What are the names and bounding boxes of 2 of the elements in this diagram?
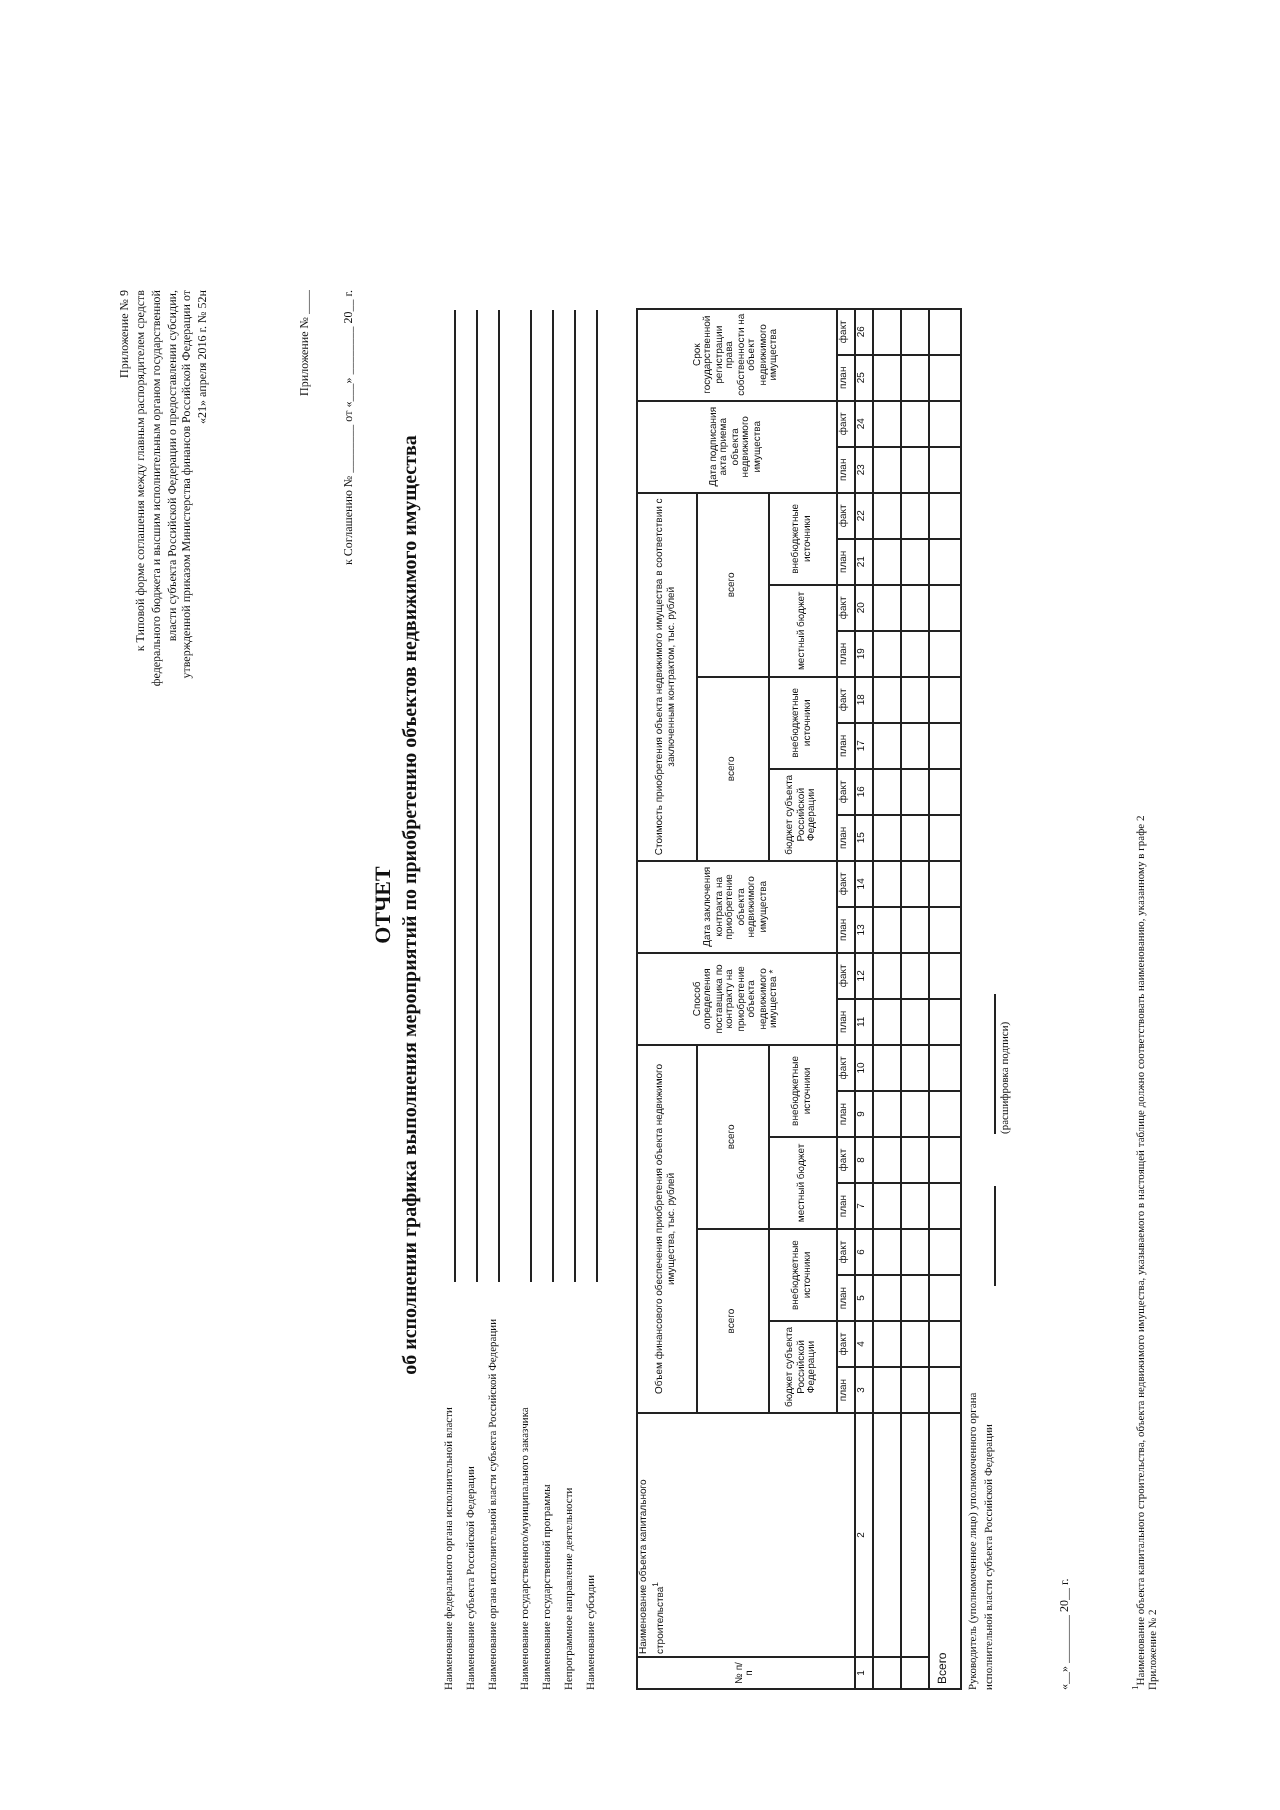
page-title: ОТЧЕТ [372, 864, 396, 948]
page-subtitle: об исполнении графика выполнения мероприятий по приобретению объектов недвижимого имущества [400, 433, 422, 1379]
